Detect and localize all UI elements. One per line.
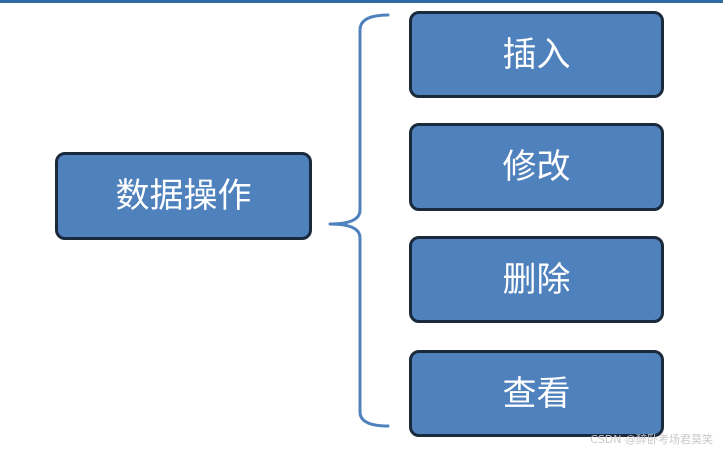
root-node: 数据操作 (55, 152, 312, 240)
child-node-insert: 插入 (409, 11, 664, 98)
child-node-view: 查看 (409, 350, 664, 437)
child-node-label: 插入 (502, 34, 571, 75)
root-node-label: 数据操作 (115, 176, 252, 216)
top-rule (0, 0, 723, 3)
child-node-label: 查看 (502, 373, 571, 414)
watermark-text: CSDN @醉卧考场君莫笑 (590, 433, 713, 446)
child-node-delete: 删除 (409, 236, 664, 323)
child-node-label: 删除 (502, 259, 571, 300)
child-node-modify: 修改 (409, 123, 664, 211)
child-node-label: 修改 (502, 147, 571, 187)
